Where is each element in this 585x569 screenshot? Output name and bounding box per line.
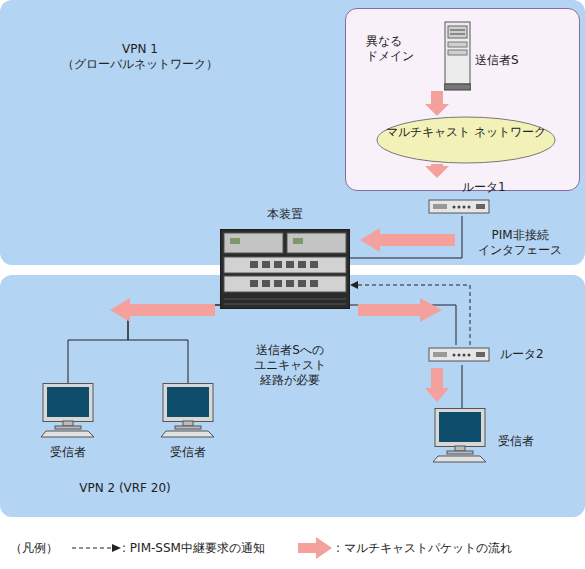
- multicast-flow-arrow: [425, 164, 449, 178]
- sender-server: 送信者S: [431, 19, 531, 91]
- node-label: 受信者: [498, 434, 543, 449]
- node-label: ルータ1: [462, 180, 512, 195]
- router: ルータ2: [428, 345, 543, 365]
- receiver-pc: 受信者: [36, 383, 100, 463]
- node-label: 異なる ドメイン: [366, 34, 426, 64]
- node-label: 本装置: [220, 207, 350, 222]
- network-link: [350, 305, 456, 345]
- connector-line: [358, 285, 470, 345]
- network-link: [128, 305, 220, 383]
- network-link: [350, 216, 462, 258]
- domain-region: 異なる ドメイン送信者S マルチキャスト ネットワーク: [345, 8, 580, 191]
- connector-line: [350, 216, 462, 258]
- pc-monitor-icon: [432, 408, 488, 464]
- vpn-band: VPN 2 (VRF 20)ルータ2受信者受信者受信者: [0, 275, 585, 517]
- arrow-head: [425, 166, 449, 178]
- connector-line: [350, 305, 456, 345]
- multicast-network: マルチキャスト ネットワーク: [376, 116, 556, 164]
- connector-line: [128, 305, 220, 383]
- connector-line: [68, 305, 220, 383]
- node-label: VPN 1 （グローバルネットワーク）: [55, 42, 225, 72]
- network-ellipse: [376, 116, 556, 164]
- connector-line: [431, 91, 443, 104]
- connector-line: [431, 164, 443, 166]
- pc-monitor-icon: [40, 383, 96, 439]
- annotation-text: PIM非接続 インタフェース: [470, 228, 570, 258]
- legend-dashed-head: [112, 544, 121, 552]
- network-link: [68, 305, 220, 383]
- connector-line: [462, 365, 463, 408]
- arrow-head: [425, 104, 449, 116]
- arrow-head: [350, 281, 358, 289]
- switch-chassis-icon: [220, 229, 350, 309]
- node-label: 受信者: [156, 445, 220, 460]
- legend-text: : マルチキャストパケットの流れ: [336, 541, 576, 556]
- router-icon: [428, 347, 490, 363]
- pim-ssm-request-arrow: [350, 281, 470, 345]
- receiver-pc: 受信者: [432, 408, 547, 468]
- node-label: 送信者S: [475, 53, 531, 68]
- pc-monitor-icon: [160, 383, 216, 439]
- annotation-text: （凡例）: [10, 541, 70, 556]
- router-icon: [428, 199, 490, 215]
- annotation-text: 送信者Sへの ユニキャスト 経路が必要: [240, 343, 340, 388]
- node-label: VPN 2 (VRF 20): [55, 481, 195, 496]
- node-label: ルータ2: [500, 347, 545, 362]
- vpn-band: VPN 1 （グローバルネットワーク） 異なる ドメイン送信者S マルチキャスト ネ…: [0, 0, 585, 265]
- switch-device: 本装置: [220, 205, 350, 310]
- router: ルータ1: [428, 178, 500, 216]
- legend-pink-sample: [298, 537, 332, 559]
- node-label: マルチキャスト ネットワーク: [376, 125, 556, 140]
- legend-dashed-sample: [72, 548, 112, 549]
- legend-text: : PIM-SSM中継要求の通知: [122, 541, 292, 556]
- node-label: 受信者: [36, 445, 100, 460]
- server-icon: [444, 21, 471, 91]
- multicast-flow-arrow: [425, 91, 449, 116]
- network-link: [462, 365, 463, 408]
- receiver-pc: 受信者: [156, 383, 220, 463]
